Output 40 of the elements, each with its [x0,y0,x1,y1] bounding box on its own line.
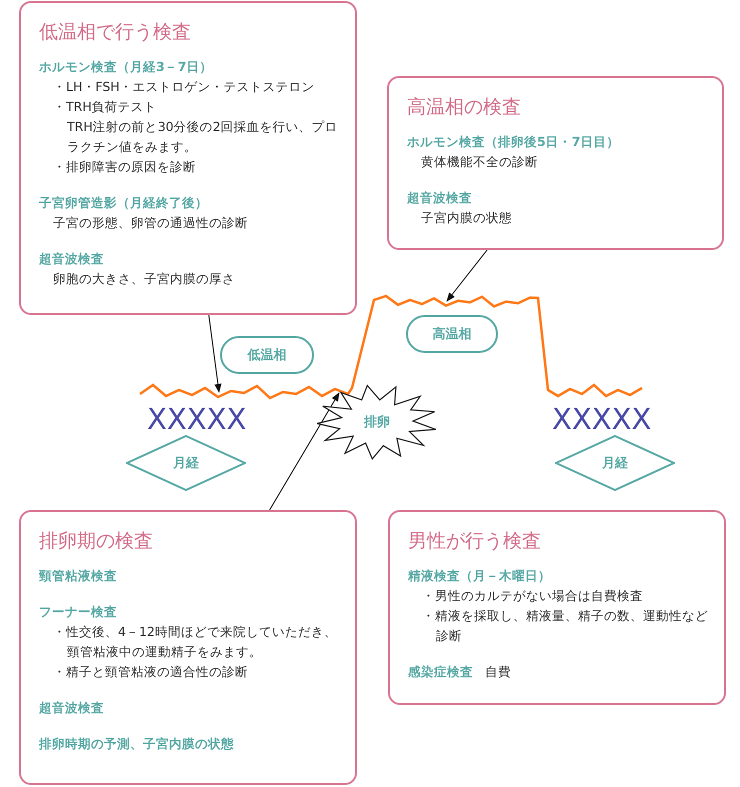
test-name: ホルモン検査（月経3－7日） [39,58,214,76]
info-card [19,510,357,785]
leader-arrow [446,250,488,302]
bullet-item: ・男性のカルテがない場合は自費検査 [421,587,644,605]
test-description: 黄体機能不全の診断 [420,153,539,171]
test-name: フーナー検査 [39,603,118,621]
test-name: 精液検査（月－木曜日） [408,567,552,585]
info-card [388,510,726,705]
test-description: 自費 [484,663,511,681]
menstruation-mark: XXXXX [147,403,246,435]
bullet-item: ・精子と頸管粘液の適合性の診断 [52,663,249,681]
test-name: 感染症検査 [408,663,473,681]
card-heading: 低温相で行う検査 [39,20,192,45]
test-description: TRH注射の前と30分後の2回採血を行い、プロラクチン値をみます。 [66,118,339,156]
test-description: 子宮内膜の状態 [420,209,513,227]
test-name: 子宮卵管造影（月経終了後） [39,194,209,212]
bullet-item: ・LH・FSH・エストロゲン・テストステロン [52,78,316,96]
leader-arrow [269,392,340,510]
card-heading: 高温相の検査 [407,95,522,120]
menstruation-label: 月経 [602,455,628,472]
test-name: 超音波検査 [39,250,105,268]
test-description: 子宮の形態、卵管の通過性の診断 [52,214,249,232]
leader-arrow [208,314,222,393]
bullet-item: ・性交後、4－12時間ほどで来院していただき、頸管粘液中の運動精子をみます。 [52,623,338,661]
ovulation-label: 排卵 [364,414,390,431]
test-name: 頸管粘液検査 [39,567,118,585]
test-description: 卵胞の大きさ、子宮内膜の厚さ [52,270,236,288]
menstruation-label: 月経 [173,455,199,472]
test-name: 超音波検査 [407,189,473,207]
info-card [387,76,724,250]
bullet-item: ・精液を採取し、精液量、精子の数、運動性など診断 [421,607,709,645]
card-heading: 排卵期の検査 [39,529,154,554]
menstruation-mark: XXXXX [552,403,652,435]
info-card [19,1,357,315]
bullet-item: ・排卵障害の原因を診断 [52,158,197,176]
bullet-item: ・TRH負荷テスト [52,98,158,116]
test-name: 排卵時期の予測、子宮内膜の状態 [39,735,235,753]
card-heading: 男性が行う検査 [408,529,542,554]
test-name: 超音波検査 [39,699,105,717]
test-name: ホルモン検査（排卵後5日・7日目） [407,133,620,151]
